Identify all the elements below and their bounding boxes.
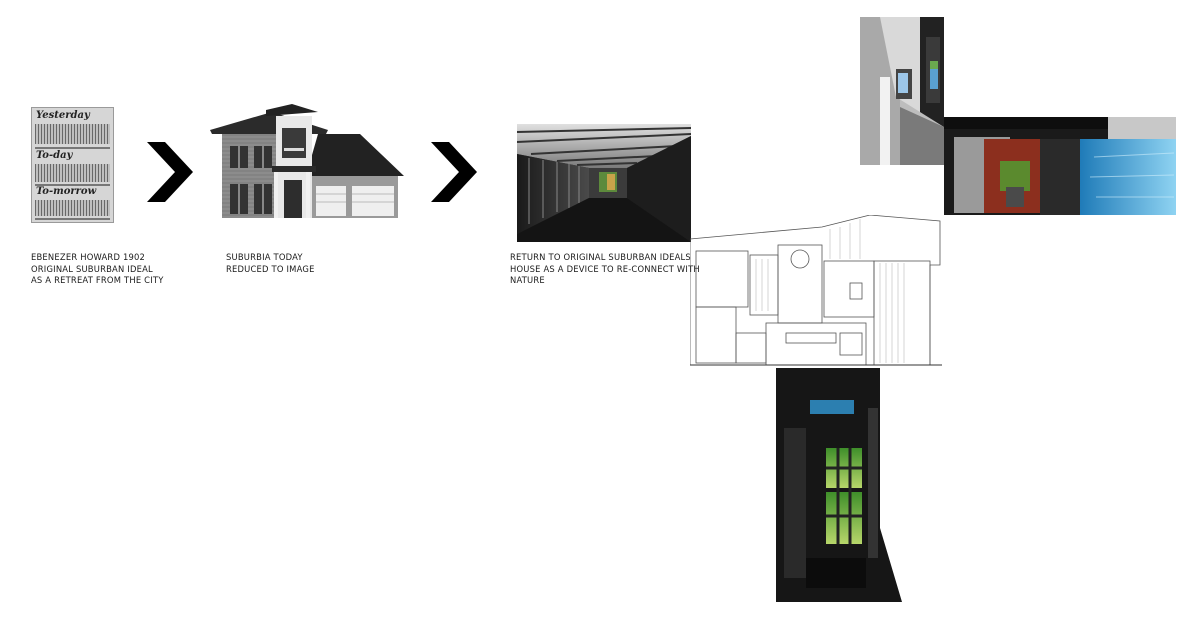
caption-suburbia: SUBURBIA TODAY REDUCED TO IMAGE [226, 252, 315, 274]
chevron-right-icon [431, 142, 477, 202]
chevron-right-icon [147, 142, 193, 202]
suburban-house-image [210, 104, 404, 218]
poster-word-yesterday: Yesterday [36, 110, 90, 121]
living-room-photo [776, 368, 902, 602]
howard-poster: Yesterday To-day To-morrow [31, 107, 114, 223]
floor-plan [690, 215, 942, 366]
poster-word-tomorrow: To-morrow [36, 186, 97, 197]
corridor-perspective-image [517, 124, 691, 242]
pool-terrace-photo [944, 117, 1176, 215]
caption-return: RETURN TO ORIGINAL SUBURBAN IDEALS HOUSE… [510, 252, 700, 286]
caption-howard: EBENEZER HOWARD 1902 ORIGINAL SUBURBAN I… [31, 252, 164, 286]
poster-word-today: To-day [36, 150, 73, 161]
hallway-photo [860, 17, 944, 165]
